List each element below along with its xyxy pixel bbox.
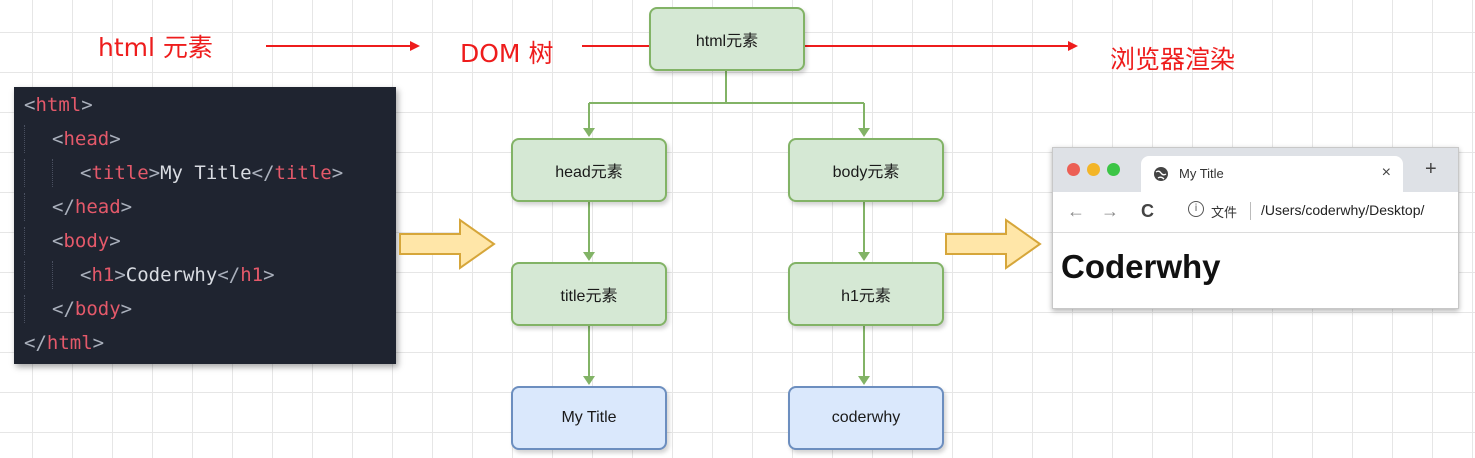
arrowhead-head — [583, 128, 595, 137]
code-bracket: </ — [52, 196, 75, 218]
address-separator — [1250, 202, 1251, 220]
node-body: body元素 — [788, 138, 944, 202]
forward-icon[interactable]: → — [1101, 201, 1119, 221]
code-bracket: </ — [217, 264, 241, 286]
label-html-elements: html 元素 — [98, 33, 213, 62]
indent-guide — [24, 295, 52, 323]
browser-toolbar: ← → C i 文件 /Users/coderwhy/Desktop/ — [1053, 192, 1458, 233]
code-tag-name: body — [74, 298, 121, 320]
code-line: <head> — [24, 125, 121, 153]
indent-guide — [24, 125, 52, 153]
code-tag-name: body — [63, 230, 110, 252]
code-bracket: < — [52, 128, 64, 150]
code-text: My Title — [160, 162, 252, 184]
node-title-text-label: My Title — [561, 409, 617, 426]
minimize-window-dot[interactable] — [1087, 163, 1100, 176]
code-line: <body> — [24, 227, 121, 255]
code-tag-name: head — [63, 128, 110, 150]
code-tag-name: html — [35, 94, 82, 116]
code-bracket: </ — [24, 332, 47, 354]
node-title-text: My Title — [511, 386, 667, 450]
page-heading: Coderwhy — [1061, 248, 1221, 285]
label-browser-render: 浏览器渲染 — [1110, 45, 1236, 74]
node-h1: h1元素 — [788, 262, 944, 326]
info-icon[interactable]: i — [1188, 201, 1204, 217]
code-line: <html> — [24, 91, 93, 119]
browser-tab-bar: My Title × + — [1053, 148, 1458, 192]
label-dom-tree: DOM 树 — [460, 39, 554, 68]
code-bracket: < — [80, 162, 92, 184]
arrow-head-dom-to-render — [1068, 41, 1078, 51]
maximize-window-dot[interactable] — [1107, 163, 1120, 176]
code-bracket: > — [120, 298, 133, 320]
new-tab-icon[interactable]: + — [1425, 158, 1437, 180]
code-tag-name: head — [74, 196, 121, 218]
code-bracket: > — [92, 332, 105, 354]
block-arrow-code-to-tree — [399, 218, 496, 270]
node-html: html元素 — [649, 7, 805, 71]
browser-window: My Title × + ← → C i 文件 /Users/coderwhy/… — [1052, 147, 1459, 309]
code-bracket: < — [80, 264, 92, 286]
code-bracket: > — [109, 230, 121, 252]
indent-guide — [24, 193, 52, 221]
code-line: </html> — [24, 329, 104, 357]
code-line: </head> — [24, 193, 132, 221]
code-line: <title>My Title</title> — [24, 159, 343, 187]
code-bracket: </ — [251, 162, 275, 184]
code-bracket: </ — [52, 298, 75, 320]
code-tag-name: title — [274, 162, 332, 184]
node-title-label: title元素 — [560, 288, 618, 305]
code-tag-name: h1 — [91, 264, 115, 286]
node-h1-text-label: coderwhy — [831, 409, 901, 426]
arrowhead-title — [583, 252, 595, 261]
globe-icon — [1154, 167, 1168, 181]
code-bracket: > — [331, 162, 344, 184]
code-bracket: > — [263, 264, 275, 286]
code-bracket: > — [109, 128, 121, 150]
node-head: head元素 — [511, 138, 667, 202]
back-icon[interactable]: ← — [1067, 201, 1085, 221]
block-arrow-tree-to-browser — [945, 218, 1042, 270]
reload-icon[interactable]: C — [1141, 201, 1154, 221]
browser-tab[interactable]: My Title × — [1141, 156, 1403, 192]
arrowhead-h1 — [858, 252, 870, 261]
arrowhead-body — [858, 128, 870, 137]
html-code-panel: <html><head><title>My Title</title></hea… — [14, 87, 396, 364]
node-h1-text: coderwhy — [788, 386, 944, 450]
close-tab-icon[interactable]: × — [1381, 164, 1391, 181]
code-bracket: > — [120, 196, 133, 218]
code-line: <h1>Coderwhy</h1> — [24, 261, 275, 289]
code-bracket: < — [24, 94, 36, 116]
arrowhead-h1-text — [858, 376, 870, 385]
node-h1-label: h1元素 — [841, 288, 891, 305]
code-bracket: > — [114, 264, 126, 286]
node-body-label: body元素 — [832, 164, 900, 181]
code-tag-name: h1 — [240, 264, 264, 286]
node-html-label: html元素 — [695, 33, 759, 50]
close-window-dot[interactable] — [1067, 163, 1080, 176]
code-tag-name: title — [91, 162, 149, 184]
arrowhead-title-text — [583, 376, 595, 385]
arrow-head-html-to-dom — [410, 41, 420, 51]
node-head-label: head元素 — [555, 164, 623, 181]
code-bracket: > — [81, 94, 93, 116]
code-text: Coderwhy — [125, 264, 218, 286]
node-title: title元素 — [511, 262, 667, 326]
tab-title: My Title — [1179, 166, 1224, 181]
indent-guide — [52, 261, 80, 289]
code-line: </body> — [24, 295, 132, 323]
indent-guide — [24, 227, 52, 255]
address-bar-path[interactable]: /Users/coderwhy/Desktop/ — [1261, 202, 1425, 218]
code-tag-name: html — [46, 332, 93, 354]
indent-guide — [52, 159, 80, 187]
file-scheme-label: 文件 — [1211, 206, 1238, 221]
indent-guide — [24, 261, 52, 289]
indent-guide — [24, 159, 52, 187]
code-bracket: < — [52, 230, 64, 252]
code-bracket: > — [148, 162, 161, 184]
